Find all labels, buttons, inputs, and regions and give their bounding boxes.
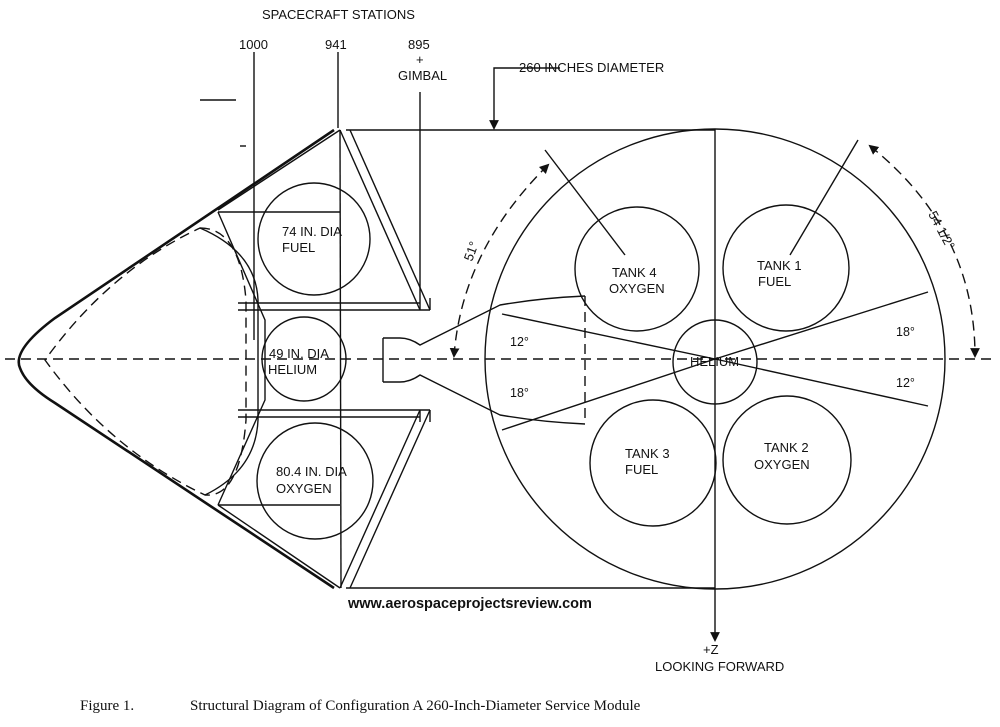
angle-arc-54 — [868, 144, 980, 358]
caption-figure: Figure 1. — [80, 698, 134, 714]
angle-12-left-label: 12° — [510, 335, 529, 349]
helium-label: HELIUM — [690, 354, 739, 369]
tank3-circle — [589, 399, 717, 527]
tank2-circle — [722, 395, 852, 525]
station-1000-label: 1000 — [239, 37, 268, 52]
tank4-name: TANK 4 — [612, 265, 657, 280]
diameter-leader — [489, 67, 560, 130]
fuel-tank-side-size: 74 IN. DIA — [282, 224, 342, 239]
angle-arc-51 — [449, 163, 550, 358]
z-axis-label: +Z — [703, 642, 719, 657]
angle-54-label: 54 1/2° — [925, 208, 958, 252]
angle-18-right-label: 18° — [896, 325, 915, 339]
station-895-label: 895 — [408, 37, 430, 52]
tank2-type: OXYGEN — [754, 457, 810, 472]
fuel-tank-side — [257, 182, 371, 296]
tank1-type: FUEL — [758, 274, 791, 289]
engine-nozzle — [382, 295, 586, 425]
gimbal-label: GIMBAL — [398, 68, 447, 83]
tank1-name: TANK 1 — [757, 258, 802, 273]
tank1-circle — [722, 204, 850, 332]
tank2-name: TANK 2 — [764, 440, 809, 455]
fuel-tank-side-type: FUEL — [282, 240, 315, 255]
station-941-label: 941 — [325, 37, 347, 52]
diameter-label: 260 INCHES DIAMETER — [519, 60, 664, 75]
stations-title: SPACECRAFT STATIONS — [262, 7, 415, 22]
oxygen-tank-side — [256, 422, 374, 540]
tank4-type: OXYGEN — [609, 281, 665, 296]
oxygen-tank-side-type: OXYGEN — [276, 481, 332, 496]
tank4-circle — [574, 206, 700, 332]
helium-circle — [672, 319, 758, 405]
tank3-name: TANK 3 — [625, 446, 670, 461]
helium-tank-side-type: HELIUM — [268, 362, 317, 377]
helium-tank-side — [261, 316, 347, 402]
tank3-type: FUEL — [625, 462, 658, 477]
oxygen-tank-side-size: 80.4 IN. DIA — [276, 464, 347, 479]
side-view-outline — [17, 128, 715, 590]
caption-text: Structural Diagram of Configuration A 26… — [190, 698, 641, 714]
helium-tank-side-size: 49 IN. DIA — [269, 346, 329, 361]
station-plus-label: + — [416, 52, 424, 67]
angle-18-left-label: 18° — [510, 386, 529, 400]
bulkhead-frame — [217, 129, 431, 589]
watermark: www.aerospaceprojectsreview.com — [347, 596, 592, 612]
looking-forward-label: LOOKING FORWARD — [655, 659, 784, 674]
angle-12-right-label: 12° — [896, 376, 915, 390]
angle-51-label: 51° — [461, 239, 482, 263]
